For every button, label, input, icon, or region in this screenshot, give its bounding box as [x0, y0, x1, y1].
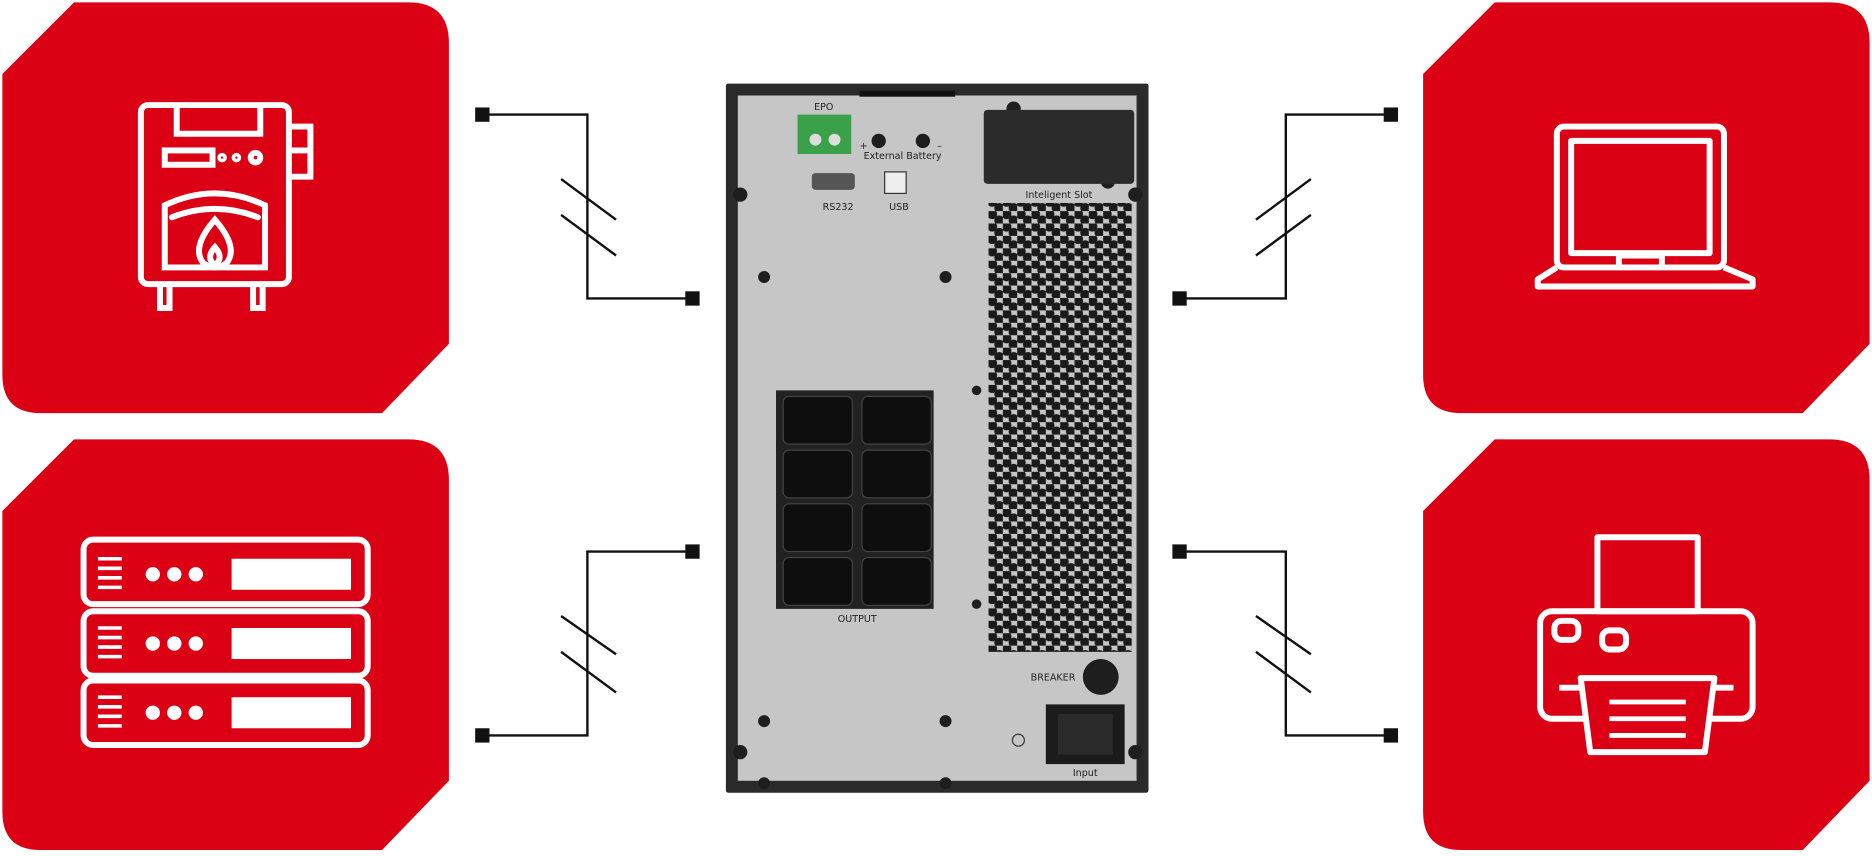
server-rack-icon — [80, 536, 371, 748]
usb-label: USB — [889, 202, 909, 213]
ups-rear-panel: EPO + – External Battery RS232 USB Intel… — [725, 83, 1149, 793]
usb-port — [884, 171, 907, 195]
output-outlet — [861, 503, 932, 553]
connector-endpoints — [475, 107, 1399, 743]
battery-plus-label: + — [860, 141, 868, 152]
printer-icon — [1537, 534, 1756, 756]
intelligent-slot — [983, 109, 1135, 184]
server-card — [2, 439, 449, 851]
laptop-card — [1423, 2, 1870, 414]
output-outlet — [782, 556, 854, 606]
ventilation-grille — [988, 202, 1132, 652]
output-label: OUTPUT — [838, 614, 877, 625]
boiler-card — [2, 2, 449, 414]
connector-printer — [1179, 550, 1391, 737]
rs232-port — [811, 173, 855, 190]
breaker-button[interactable] — [1082, 659, 1119, 695]
output-outlet — [861, 395, 932, 445]
rs232-label: RS232 — [823, 202, 854, 213]
output-outlet — [861, 449, 932, 499]
battery-minus-label: – — [937, 141, 942, 152]
printer-card — [1423, 439, 1870, 851]
output-outlet — [861, 556, 932, 606]
ground-icon — [1011, 733, 1025, 747]
external-battery-label: External Battery — [864, 151, 942, 162]
epo-terminal — [797, 114, 852, 155]
output-outlets — [776, 390, 934, 609]
output-outlet — [782, 503, 854, 553]
connector-laptop — [1179, 113, 1391, 300]
output-outlet — [782, 395, 854, 445]
epo-label: EPO — [814, 102, 833, 113]
input-label: Input — [1073, 768, 1098, 779]
boiler-icon — [137, 102, 314, 312]
breaker-label: BREAKER — [1031, 673, 1076, 684]
output-outlet — [782, 449, 854, 499]
connector-boiler — [482, 113, 693, 300]
connector-lines — [482, 113, 1391, 737]
connector-server — [482, 550, 693, 737]
intelligent-slot-label: Inteligent Slot — [1026, 190, 1093, 201]
laptop-icon — [1534, 123, 1756, 290]
